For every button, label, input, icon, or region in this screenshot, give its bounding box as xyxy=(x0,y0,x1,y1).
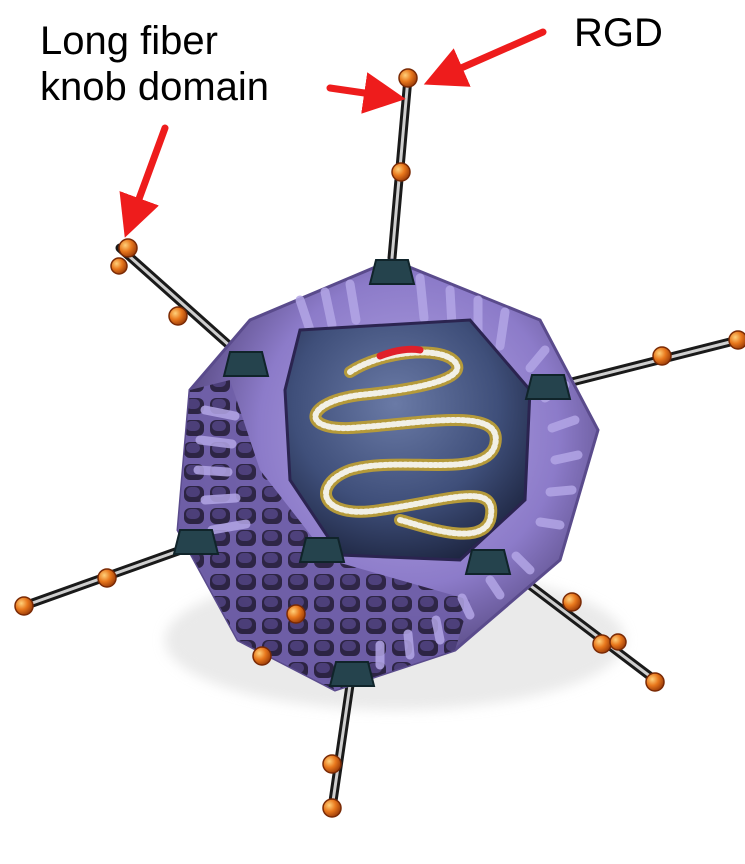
hexon-ridge xyxy=(205,410,235,416)
fiber-knob-14 xyxy=(610,634,626,650)
fiber-knob-3 xyxy=(119,239,137,257)
fiber-knob-9 xyxy=(98,569,116,587)
fiber-knob-13 xyxy=(593,635,611,653)
fiber-knob-6 xyxy=(729,331,745,349)
penton-base-7 xyxy=(330,662,374,686)
penton-base-2 xyxy=(224,352,268,376)
label-line-1: Long fiber xyxy=(40,18,330,64)
fiber-2 xyxy=(120,248,240,355)
penton-base-4 xyxy=(174,530,218,554)
label-line-2: knob domain xyxy=(40,64,330,110)
hexon-ridge xyxy=(420,278,424,318)
label-rgd: RGD xyxy=(574,10,663,56)
hexon-ridge xyxy=(550,490,572,492)
fiber-knob-15 xyxy=(646,673,664,691)
penton-base-5 xyxy=(300,538,344,562)
hexon-ridge xyxy=(205,498,236,500)
penton-base-3 xyxy=(526,375,570,399)
fiber-knob-17 xyxy=(323,799,341,817)
fiber-3 xyxy=(560,340,738,385)
penton-base-6 xyxy=(466,550,510,574)
penton-base-1 xyxy=(370,260,414,284)
fiber-knob-16 xyxy=(323,755,341,773)
hexon-ridge xyxy=(198,470,228,472)
hexon-ridge xyxy=(540,522,560,525)
hexon-ridge xyxy=(555,455,578,460)
hexon-ridge xyxy=(436,620,440,640)
arrow-knob-left xyxy=(132,128,165,218)
label-long-fiber-knob-domain: Long fiber knob domain xyxy=(40,18,330,110)
fiber-knob-8 xyxy=(15,597,33,615)
hexon-ridge xyxy=(500,312,505,346)
hexon-ridge xyxy=(408,634,410,655)
fiber-knob-4 xyxy=(111,258,127,274)
hexon-ridge xyxy=(200,440,232,444)
fiber-knob-7 xyxy=(653,347,671,365)
fiber-knob-5 xyxy=(169,307,187,325)
fiber-knob-2 xyxy=(392,163,410,181)
arrow-rgd xyxy=(443,32,543,76)
hexon-ridge xyxy=(212,524,246,530)
arrow-knob-top xyxy=(330,88,385,96)
fiber-knob-12 xyxy=(563,593,581,611)
hexon-ridge xyxy=(350,284,356,320)
fiber-knob-1 xyxy=(399,69,417,87)
fiber-knob-10 xyxy=(287,605,305,623)
fiber-knob-11 xyxy=(253,647,271,665)
